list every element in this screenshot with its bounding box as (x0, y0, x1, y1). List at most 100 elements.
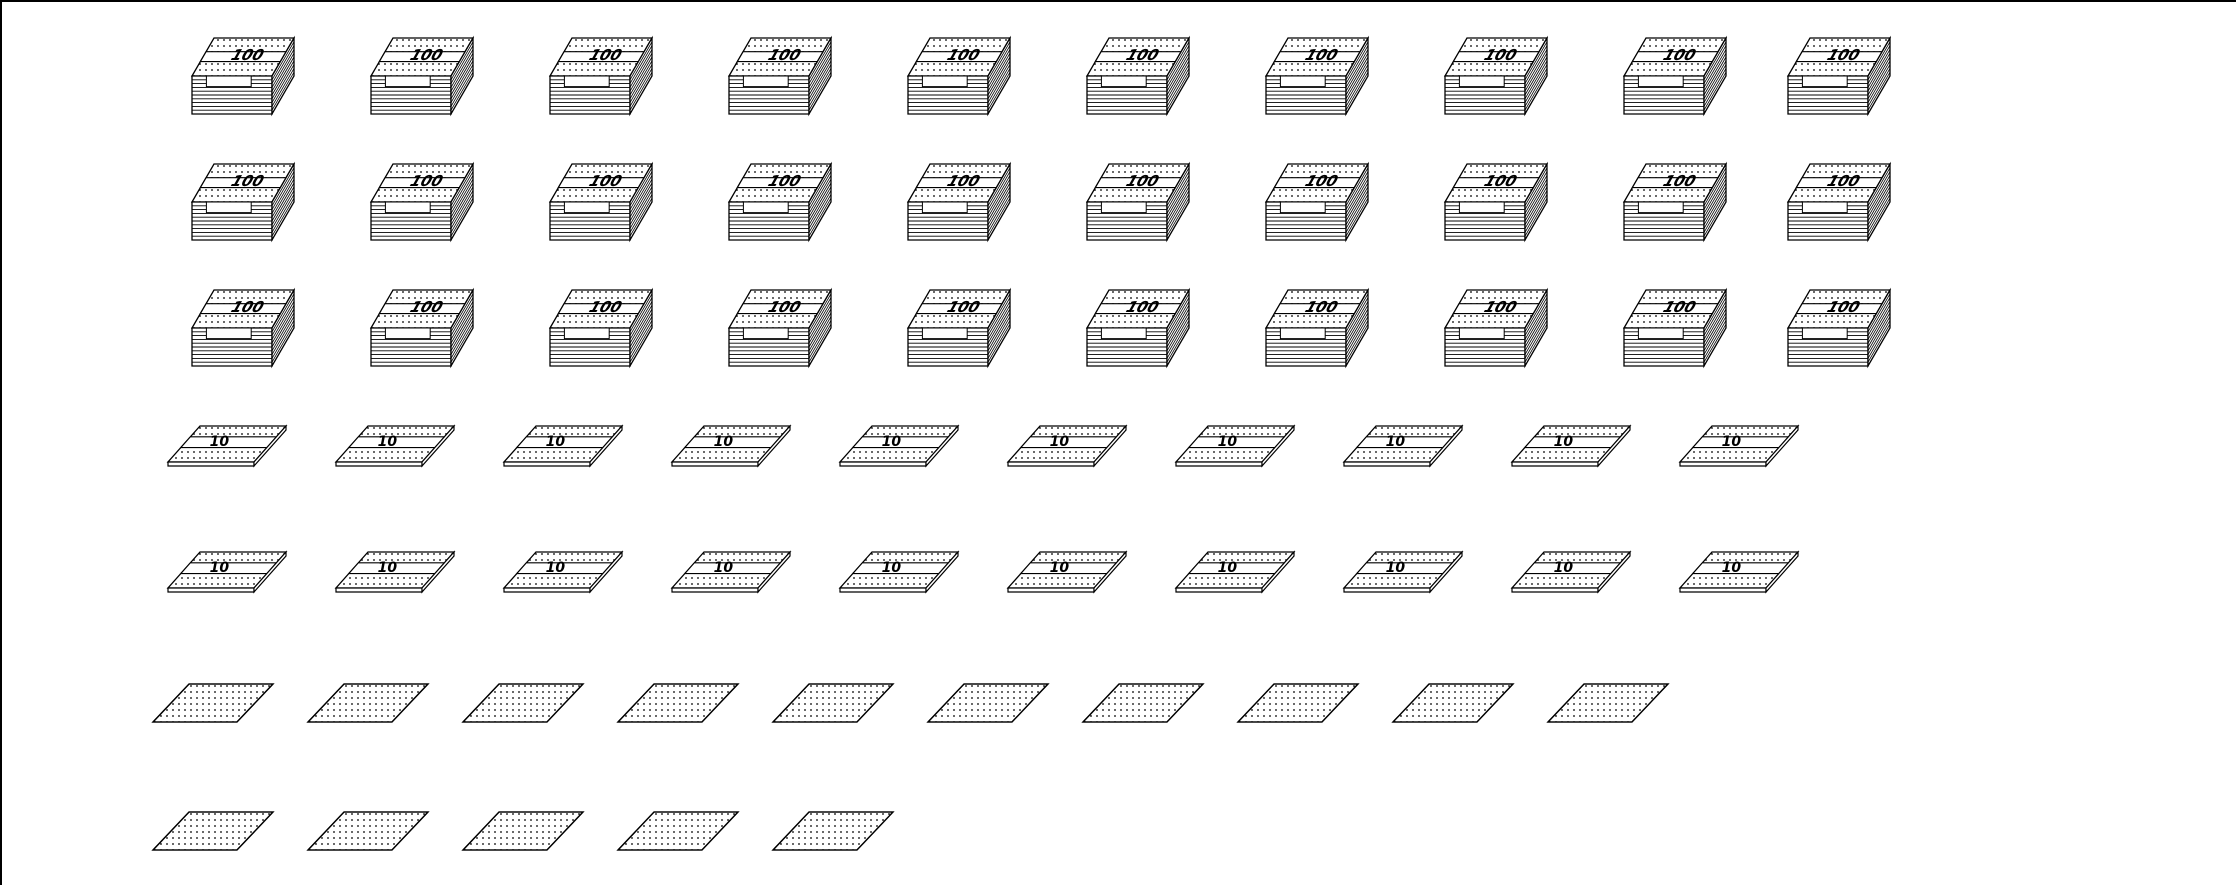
ten-strip: 10 (336, 552, 454, 592)
hundred-block: 100 (1788, 290, 1890, 366)
ten-label: 10 (210, 560, 230, 576)
hundred-label: 100 (1124, 46, 1162, 63)
ten-label: 10 (378, 434, 398, 450)
ten-strip: 10 (1512, 552, 1630, 592)
hundred-block: 100 (1266, 290, 1368, 366)
one-flat (1083, 684, 1203, 722)
hundred-block: 100 (371, 38, 473, 114)
hundred-block: 100 (1266, 38, 1368, 114)
ten-label: 10 (714, 434, 734, 450)
hundred-label: 100 (1661, 46, 1699, 63)
ten-strip: 10 (840, 426, 958, 466)
ten-strip: 10 (1176, 552, 1294, 592)
ten-strip: 10 (1344, 426, 1462, 466)
one-flat (308, 812, 428, 850)
hundred-block: 100 (1087, 38, 1189, 114)
ten-label: 10 (1554, 434, 1574, 450)
ten-strip: 10 (672, 426, 790, 466)
hundred-label: 100 (587, 298, 625, 315)
hundred-block: 100 (729, 38, 831, 114)
one-flat (618, 812, 738, 850)
hundred-block: 100 (192, 38, 294, 114)
hundred-block: 100 (550, 164, 652, 240)
hundred-block: 100 (550, 38, 652, 114)
hundred-label: 100 (229, 46, 267, 63)
hundred-label: 100 (1303, 298, 1341, 315)
one-flat (773, 812, 893, 850)
hundred-block: 100 (908, 290, 1010, 366)
ten-label: 10 (1554, 560, 1574, 576)
ten-label: 10 (714, 560, 734, 576)
hundred-block: 100 (371, 164, 473, 240)
hundred-label: 100 (1303, 46, 1341, 63)
hundred-label: 100 (766, 172, 804, 189)
one-flat (1548, 684, 1668, 722)
ten-label: 10 (1386, 560, 1406, 576)
ten-label: 10 (882, 560, 902, 576)
one-flat (928, 684, 1048, 722)
ten-label: 10 (1722, 434, 1742, 450)
ten-strip: 10 (1680, 426, 1798, 466)
hundred-label: 100 (1124, 298, 1162, 315)
hundred-label: 100 (766, 46, 804, 63)
hundred-block: 100 (550, 290, 652, 366)
hundred-block: 100 (729, 164, 831, 240)
hundred-label: 100 (1303, 172, 1341, 189)
hundred-block: 100 (1266, 164, 1368, 240)
ten-label: 10 (378, 560, 398, 576)
ten-strip: 10 (1176, 426, 1294, 466)
ten-strip: 10 (672, 552, 790, 592)
ten-label: 10 (1218, 560, 1238, 576)
ten-label: 10 (1722, 560, 1742, 576)
one-flat (153, 812, 273, 850)
hundred-label: 100 (408, 172, 446, 189)
hundred-block: 100 (1445, 38, 1547, 114)
hundred-label: 100 (1661, 298, 1699, 315)
hundred-block: 100 (1624, 38, 1726, 114)
ten-strip: 10 (1512, 426, 1630, 466)
hundred-label: 100 (408, 298, 446, 315)
ten-label: 10 (1218, 434, 1238, 450)
ten-label: 10 (1050, 434, 1070, 450)
hundred-block: 100 (1788, 38, 1890, 114)
hundred-block: 100 (371, 290, 473, 366)
ten-strip: 10 (168, 552, 286, 592)
hundred-label: 100 (1482, 46, 1520, 63)
hundred-label: 100 (1825, 172, 1863, 189)
hundred-label: 100 (766, 298, 804, 315)
hundred-label: 100 (945, 172, 983, 189)
one-flat (463, 684, 583, 722)
ten-strip: 10 (504, 552, 622, 592)
ten-strip: 10 (504, 426, 622, 466)
ten-strip: 10 (1008, 552, 1126, 592)
hundred-label: 100 (1482, 172, 1520, 189)
hundred-label: 100 (1661, 172, 1699, 189)
hundred-block: 100 (1624, 290, 1726, 366)
hundred-block: 100 (1445, 290, 1547, 366)
hundred-label: 100 (587, 172, 625, 189)
hundred-block: 100 (192, 290, 294, 366)
hundred-label: 100 (408, 46, 446, 63)
hundred-label: 100 (587, 46, 625, 63)
one-flat (618, 684, 738, 722)
ten-strip: 10 (168, 426, 286, 466)
hundred-label: 100 (229, 172, 267, 189)
hundred-block: 100 (1788, 164, 1890, 240)
hundred-block: 100 (192, 164, 294, 240)
hundred-block: 100 (1087, 290, 1189, 366)
ten-strip: 10 (1344, 552, 1462, 592)
hundred-block: 100 (908, 38, 1010, 114)
ten-strip: 10 (1680, 552, 1798, 592)
hundred-block: 100 (1624, 164, 1726, 240)
hundred-label: 100 (1825, 46, 1863, 63)
one-flat (153, 684, 273, 722)
ten-label: 10 (1386, 434, 1406, 450)
hundred-label: 100 (1825, 298, 1863, 315)
hundred-block: 100 (1445, 164, 1547, 240)
ten-label: 10 (546, 560, 566, 576)
hundred-label: 100 (229, 298, 267, 315)
ten-label: 10 (210, 434, 230, 450)
ten-strip: 10 (336, 426, 454, 466)
